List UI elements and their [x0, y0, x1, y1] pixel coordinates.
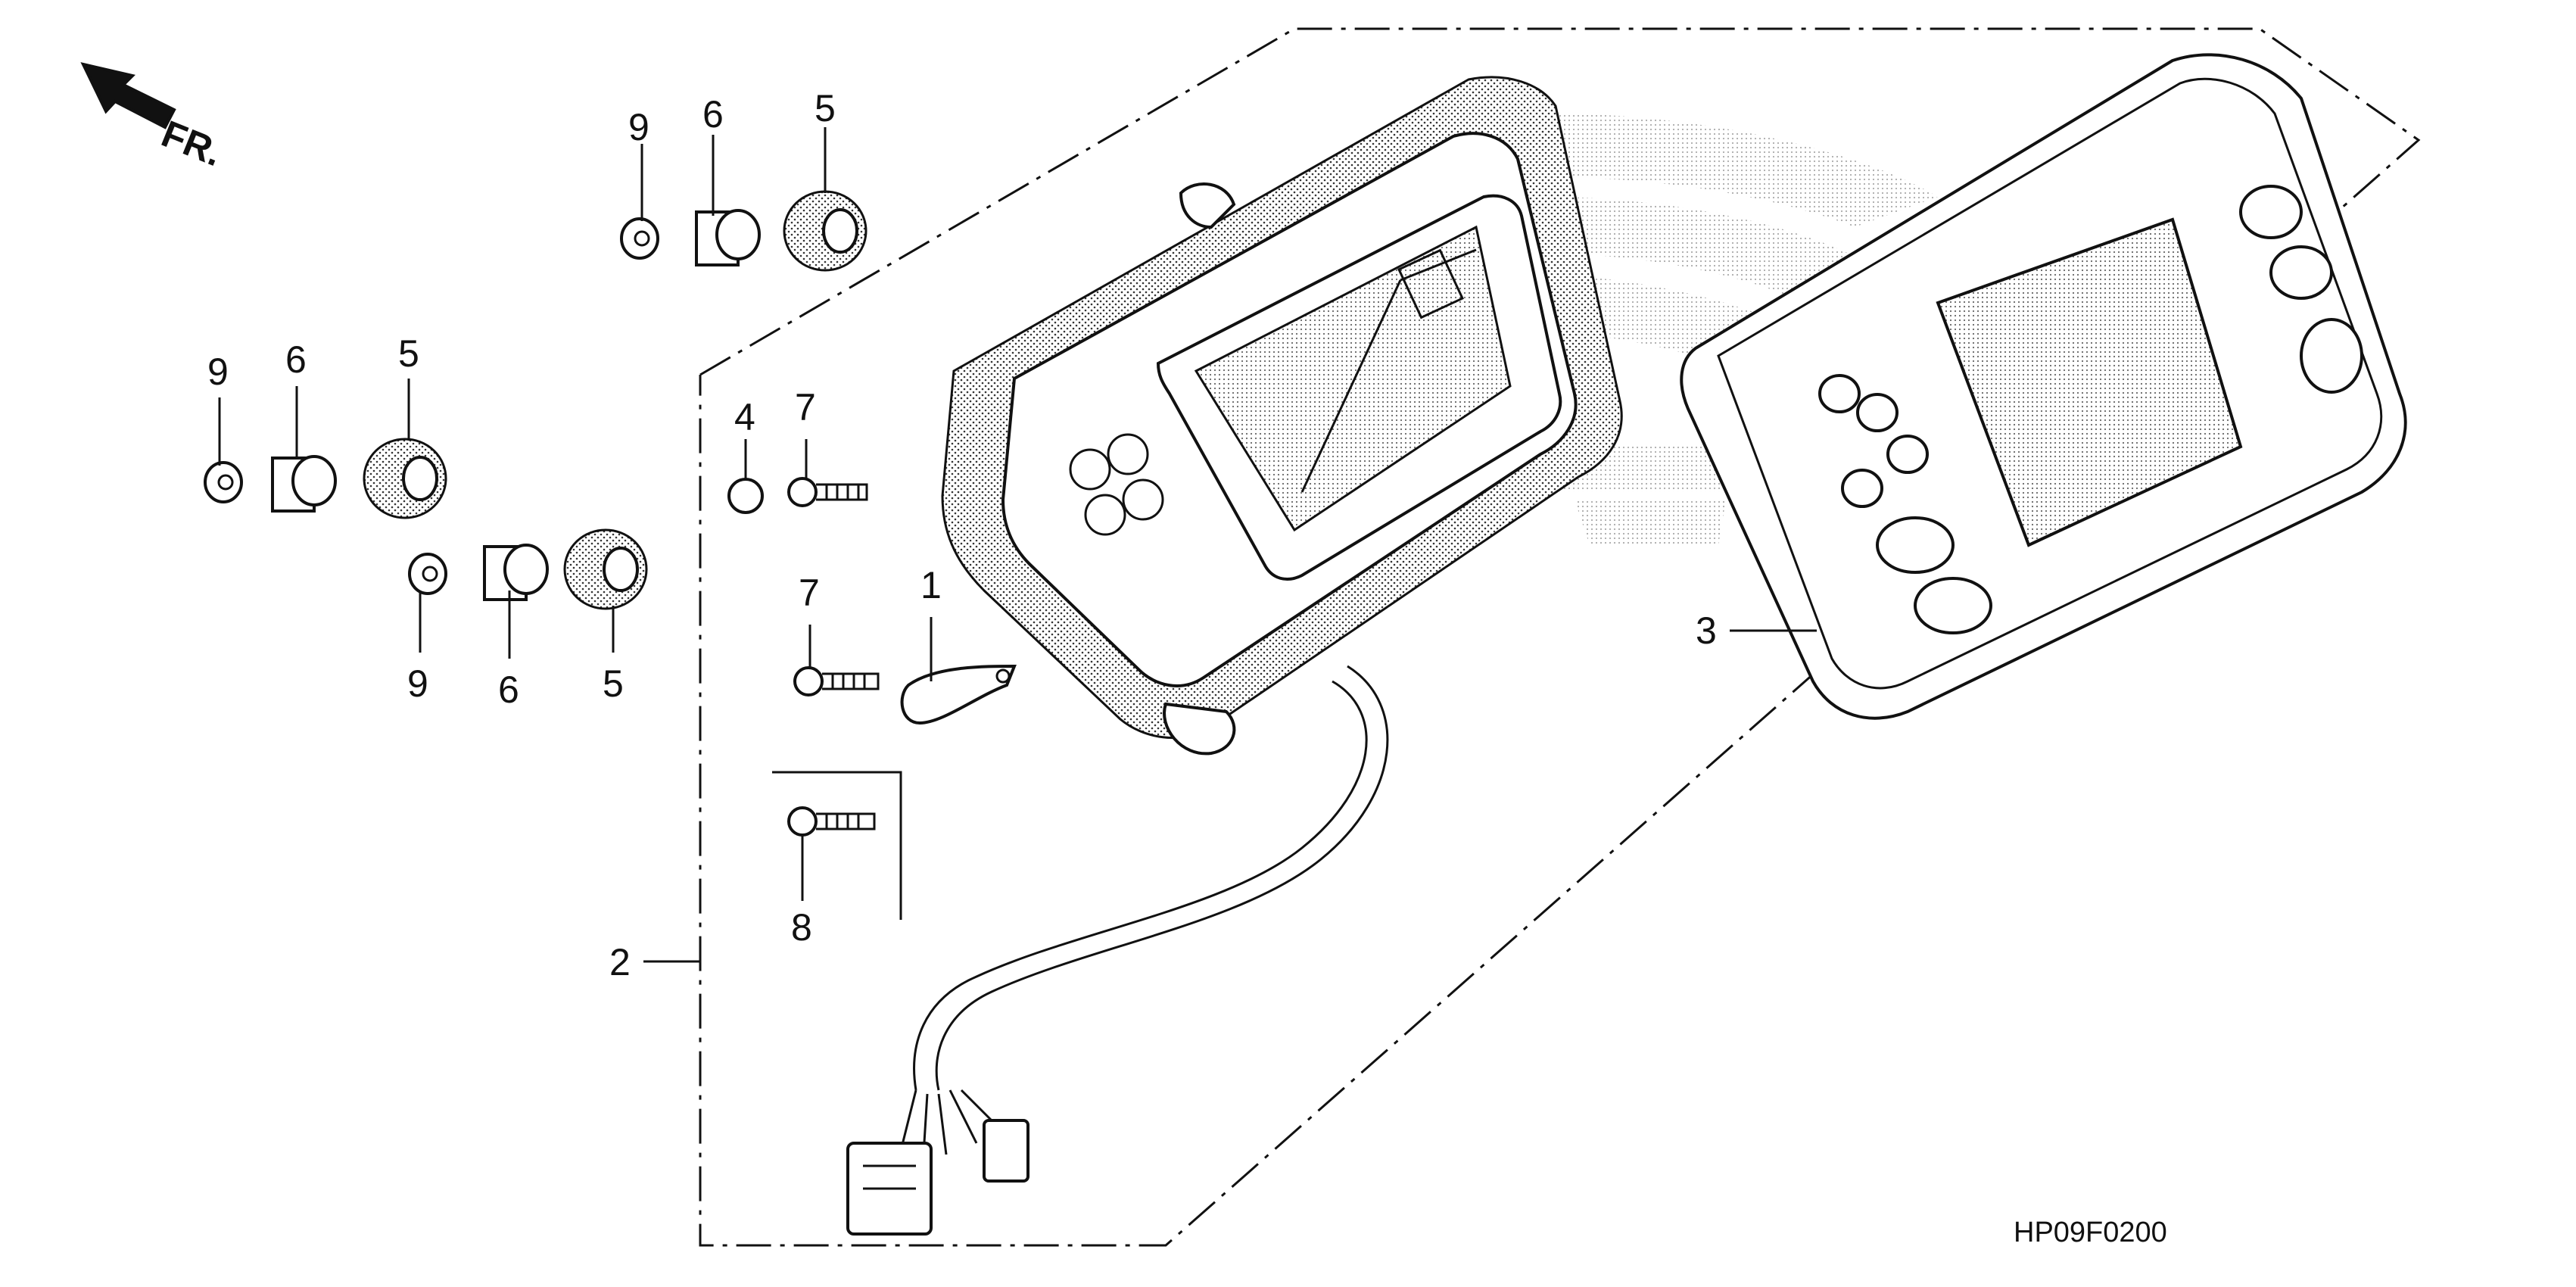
bolt-bracket [772, 771, 902, 920]
callout-8: 8 [791, 906, 812, 949]
wire-harness [846, 665, 1389, 1236]
bolt-8 [787, 806, 876, 837]
callout-6-left: 6 [285, 338, 307, 381]
clamp-1 [900, 664, 1017, 725]
hardware-set-top [620, 190, 867, 272]
callout-5-top: 5 [815, 87, 836, 129]
nut-9-middle [408, 553, 447, 595]
callout-numbers: 9 6 5 9 6 5 9 6 5 4 7 7 1 8 2 3 [207, 87, 1717, 983]
assembly-boundary [699, 27, 2421, 1247]
washer-4 [727, 478, 764, 514]
nut-9-top [620, 217, 659, 260]
callout-3: 3 [1696, 609, 1717, 652]
screw-7-lower [793, 666, 880, 696]
meter-front-cover [1680, 53, 2407, 720]
callout-6-middle: 6 [498, 668, 519, 711]
callout-7-lower: 7 [799, 572, 820, 614]
screw-7-upper [787, 477, 868, 507]
callout-4: 4 [734, 396, 755, 438]
callout-9-left: 9 [207, 351, 229, 393]
callout-2: 2 [609, 941, 631, 983]
nut-9-left [204, 461, 243, 503]
hardware-set-middle [408, 528, 648, 610]
callout-1: 1 [920, 564, 942, 606]
callout-9-middle: 9 [407, 662, 428, 705]
callout-9-top: 9 [628, 106, 649, 148]
callout-6-top: 6 [702, 93, 724, 136]
diagram-code: HP09F0200 [2014, 1217, 2167, 1248]
callout-7-upper: 7 [795, 386, 816, 428]
front-direction-arrow: FR. [80, 62, 229, 174]
meter-housing [941, 76, 1623, 756]
leader-lines [218, 127, 1817, 963]
hardware-set-left [204, 438, 447, 519]
callout-5-middle: 5 [603, 662, 624, 705]
harness-connector-small [983, 1119, 1029, 1183]
callout-5-left: 5 [398, 332, 419, 375]
